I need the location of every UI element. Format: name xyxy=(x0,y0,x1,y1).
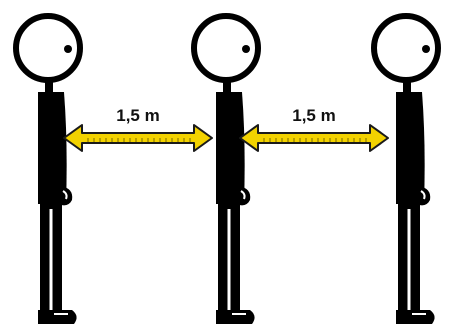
distance-label: 1,5 m xyxy=(292,106,336,125)
person-figure-icon xyxy=(374,16,438,324)
person-figure-icon xyxy=(16,16,80,324)
distance-label: 1,5 m xyxy=(116,106,160,125)
distance-arrow-icon xyxy=(63,124,213,152)
distance-arrow-icon xyxy=(239,124,389,152)
person-figure-icon xyxy=(194,16,258,324)
